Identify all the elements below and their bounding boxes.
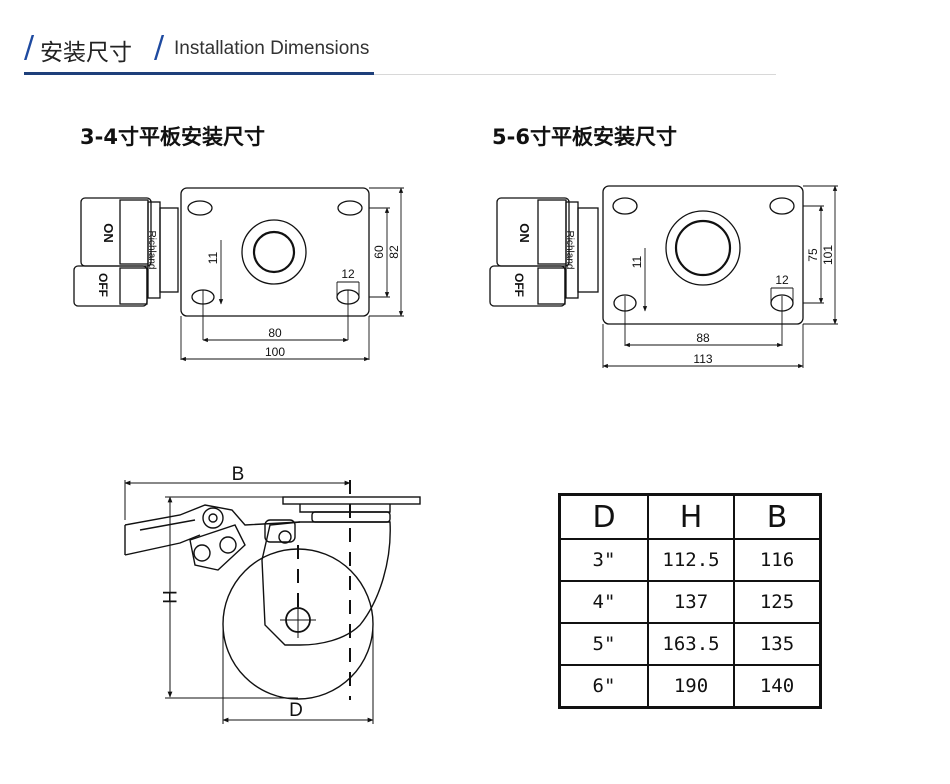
plate-small-hub-inner [252, 230, 296, 274]
brake-pedal-small: ON OFF Richland [73, 197, 179, 307]
brake-on-label-large: ON [517, 223, 532, 243]
spec-cell-b: 125 [733, 580, 822, 624]
plate-small-outline [180, 187, 370, 317]
spec-cell-h: 112.5 [647, 538, 735, 582]
brake-off-label: OFF [96, 273, 110, 297]
plate-large-hub-inner [674, 219, 732, 277]
header-title-en: Installation Dimensions [174, 38, 370, 59]
dim-height: 82 [387, 245, 401, 259]
plate-large-drawing: ON OFF Richland 88 113 12 11 75 101 [489, 185, 838, 369]
spec-cell-h: 163.5 [647, 622, 735, 666]
header-rule [24, 74, 776, 75]
spec-cell-b: 135 [733, 622, 822, 666]
dim-hole-h: 11 [206, 251, 220, 264]
dim-hole-w-large: 12 [775, 273, 789, 287]
plate-large-outline [602, 185, 804, 325]
plate-large-hole-tl [612, 197, 638, 215]
dim-height-large: 101 [821, 245, 835, 265]
brake-on-label: ON [101, 223, 116, 243]
spec-cell-d: 5" [558, 622, 649, 666]
plate-small-hole-tr [337, 200, 363, 216]
dim-span-y: 60 [372, 245, 386, 259]
caster-side-view: B H D [124, 464, 421, 724]
spec-header-h: H [647, 493, 735, 540]
dim-width: 100 [265, 345, 285, 359]
header-slash: / [24, 30, 35, 65]
plate-small-hole-tl [187, 200, 213, 216]
dim-span-x: 80 [268, 326, 282, 340]
brake-pedal-large: ON OFF Richland [489, 197, 599, 307]
plate-small-title: 3-4寸平板安装尺寸 [80, 125, 265, 149]
spec-cell-d: 4" [558, 580, 649, 624]
spec-header-b: B [733, 493, 822, 540]
dim-hole-w: 12 [341, 267, 355, 281]
brake-brand-label-large: Richland [564, 231, 575, 270]
table-row: 4" 137 125 [558, 580, 822, 624]
dim-span-y-large: 75 [806, 248, 820, 262]
table-row: 6" 190 140 [558, 664, 822, 709]
spec-header-d: D [558, 493, 649, 540]
brake-off-label-large: OFF [512, 273, 526, 297]
plate-small-hub-outer [241, 219, 307, 285]
caster-label-h: H [158, 590, 179, 604]
header-title-cn: 安装尺寸 [40, 40, 132, 66]
caster-top-plate [282, 496, 421, 505]
plate-large-title: 5-6寸平板安装尺寸 [492, 125, 677, 149]
table-row: 3" 112.5 116 [558, 538, 822, 582]
spec-cell-b: 116 [733, 538, 822, 582]
spec-cell-h: 137 [647, 580, 735, 624]
plate-large-hub-outer [665, 210, 741, 286]
caster-label-d: D [289, 700, 303, 721]
spec-cell-d: 6" [558, 664, 649, 709]
dim-hole-h-large: 11 [630, 255, 644, 268]
spec-cell-b: 140 [733, 664, 822, 709]
header-accent-bar [24, 72, 374, 75]
plate-small-drawing: ON OFF Richland 80 100 12 11 [73, 187, 404, 362]
dim-span-x-large: 88 [696, 331, 710, 345]
spec-table: D H B 3" 112.5 116 4" 137 125 5" 163.5 1… [558, 493, 822, 709]
plate-large-hole-tr [769, 197, 795, 215]
header-slash-2: / [154, 30, 165, 65]
brake-brand-label: Richland [146, 231, 157, 270]
table-row: 5" 163.5 135 [558, 622, 822, 666]
caster-label-b: B [232, 464, 245, 485]
spec-cell-h: 190 [647, 664, 735, 709]
dim-width-large: 113 [693, 352, 712, 366]
caster-fork [261, 521, 391, 646]
spec-cell-d: 3" [558, 538, 649, 582]
spec-table-header-row: D H B [558, 493, 822, 540]
